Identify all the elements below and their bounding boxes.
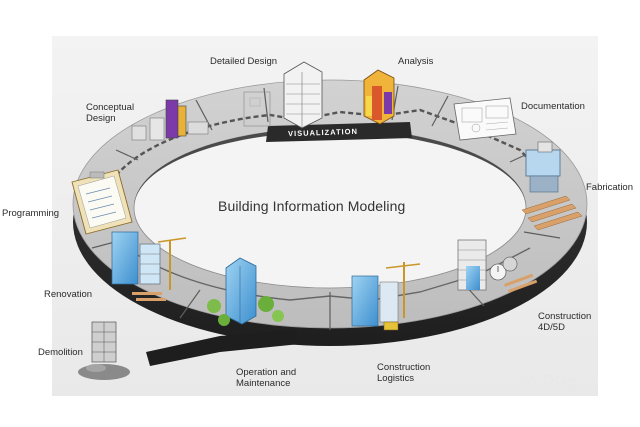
documentation-illustration — [453, 97, 517, 141]
stage-label-demolition: Demolition — [38, 347, 83, 358]
fabrication-illustration — [521, 141, 583, 231]
diagram-title: Building Information Modeling — [218, 198, 406, 214]
operation-maintenance-illustration — [207, 257, 284, 326]
stage-label-construction-4d5d: Construction 4D/5D — [538, 311, 592, 333]
analysis-illustration — [363, 69, 395, 125]
renovation-illustration — [111, 231, 187, 301]
detailed-design-illustration — [243, 61, 323, 129]
segment-dividers — [91, 85, 561, 330]
construction-4d5d-illustration — [457, 239, 538, 293]
programming-illustration — [71, 169, 133, 235]
demolition-illustration — [78, 321, 130, 380]
ring-tail — [146, 330, 300, 366]
construction-logistics-illustration — [351, 262, 421, 331]
watermark: © 99c — [520, 370, 578, 395]
stage-label-documentation: Documentation — [521, 101, 585, 112]
stage-label-analysis: Analysis — [398, 56, 434, 67]
stage-label-conceptual-design: Conceptual Design — [86, 102, 135, 124]
stage-label-renovation: Renovation — [44, 289, 93, 300]
stage-label-operation-maintenance: Operation and Maintenance — [236, 367, 297, 389]
stage-label-programming: Programming — [2, 208, 60, 219]
conceptual-design-illustration — [131, 99, 209, 141]
stage-label-detailed-design: Detailed Design — [210, 56, 278, 67]
stage-label-construction-logistics: Construction Logistics — [377, 362, 431, 384]
stage-label-fabrication: Fabrication — [586, 182, 633, 193]
